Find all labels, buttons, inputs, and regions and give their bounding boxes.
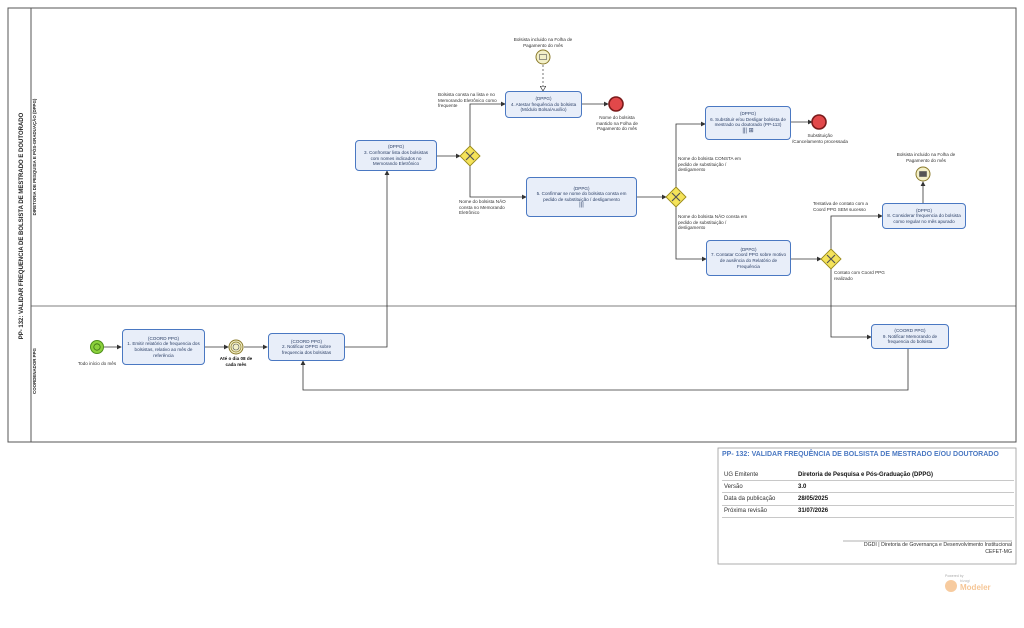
task-role: (DPPG)	[535, 96, 552, 102]
task-3[interactable]: (DPPG) 3. Confrontar lista dos bolsistas…	[355, 140, 437, 171]
task-1[interactable]: (COORD PPG) 1. Emitir relatório de frequ…	[122, 329, 205, 365]
task-name: 2. Notificar DPPG sobre frequencia dos b…	[281, 344, 332, 355]
info-value: 31/07/2026	[796, 505, 1014, 518]
info-label: Versão	[722, 480, 796, 494]
task-4[interactable]: (DPPG) 4. Atestar frequência do bolsista…	[505, 91, 582, 118]
task-9[interactable]: (COORD PPG) 9. Notificar Memorando de fr…	[871, 324, 949, 349]
task-role: (DPPG)	[740, 246, 757, 252]
info-row: Data da publicação 28/05/2025	[722, 492, 1014, 506]
task-name: 9. Notificar Memorando de frequencia do …	[882, 333, 938, 345]
label-start: Todo início do mês	[77, 361, 117, 366]
task-6[interactable]: (DPPG) 6. Substituir e/ou Desligar bolsi…	[705, 106, 791, 140]
gateway-1	[459, 145, 481, 167]
info-title: PP- 132: VALIDAR FREQUÊNCIA DE BOLSISTA …	[722, 451, 999, 458]
task-2[interactable]: (COORD PPG) 2. Notificar DPPG sobre freq…	[268, 333, 345, 361]
info-table: UG Emitente Diretoria de Pesquisa e Pós-…	[722, 469, 1014, 518]
subprocess-icon: ||| ⊞	[742, 127, 754, 134]
label-end-substitution: Substituição /Cancelamento processada	[792, 133, 848, 144]
task-name: 4. Atestar frequência do bolsista (Módul…	[510, 101, 577, 113]
info-row: Próxima revisão 31/07/2026	[722, 505, 1014, 518]
label-gw3-yes: Tentativa de contato com a Coord PPG SEM…	[813, 201, 868, 212]
multi-instance-icon: |||	[579, 202, 584, 209]
bizagi-label: bizagi	[960, 579, 970, 583]
task-name: 3. Confrontar lista dos bolsistas com no…	[363, 149, 429, 167]
label-gw1-yes: Bolsista consta na lista e no Memorando …	[438, 92, 497, 109]
lane-title-dppg: DIRETORIA DE PESQUISA E PÓS-GRADUAÇÃO (D…	[32, 98, 37, 216]
label-gw2-no: Nome do bolsista NÃO consta em pedido de…	[678, 214, 748, 231]
task-name: 5. Confirmar se nome do bolsista consta …	[536, 191, 627, 202]
task-name: 1. Emitir relatório de frequencia dos bo…	[127, 341, 200, 358]
task-role: (DPPG)	[387, 144, 405, 150]
end-event-substitution	[811, 114, 827, 130]
modeler-label: Modeler	[960, 583, 991, 592]
bizagi-logo: Powered by bizagi Modeler	[945, 574, 1005, 596]
task-role: (DPPG)	[915, 207, 933, 213]
label-gw3-no: Contato com Coord PPG realizado	[834, 270, 885, 281]
info-footer-1: DGDI | Diretoria de Governança e Desenvo…	[863, 542, 1012, 548]
info-panel: PP- 132: VALIDAR FREQUÊNCIA DE BOLSISTA …	[718, 448, 1016, 564]
end-event-top	[608, 96, 624, 112]
info-label: UG Emitente	[722, 469, 796, 482]
label-gw1-no: Nome do bolsista NÃO consta no Memorando…	[459, 199, 506, 216]
lane-title-coord: COORDENADOR PPG	[32, 348, 37, 394]
pool-frame	[7, 7, 1017, 443]
gateway-3	[820, 248, 842, 270]
info-value: 28/05/2025	[796, 492, 1014, 506]
task-5[interactable]: (DPPG) 5. Confirmar se nome do bolsista …	[526, 177, 637, 217]
info-row: UG Emitente Diretoria de Pesquisa e Pós-…	[722, 469, 1014, 482]
start-event	[90, 340, 104, 354]
label-message-top: Bolsista incluido na Folha de Pagamento …	[513, 37, 573, 48]
task-role: (COORD PPG)	[147, 335, 180, 341]
info-label: Data da publicação	[722, 492, 796, 506]
task-name: 7. Contatar Coord PPG sobre motivo de au…	[710, 252, 787, 269]
task-role: (DPPG)	[739, 111, 757, 117]
powered-by-label: Powered by	[945, 574, 964, 578]
task-role: (COORD PPG)	[894, 328, 926, 334]
info-label: Próxima revisão	[722, 505, 796, 518]
info-value: 3.0	[796, 480, 1014, 494]
info-footer-2: CEFET-MG	[985, 549, 1012, 555]
label-message-right: Bolsista incluido na Folha de Pagamento …	[896, 152, 956, 163]
task-8[interactable]: (DPPG) 8. Considerar frequencia do bolsi…	[882, 203, 966, 229]
task-role: (DPPG)	[573, 185, 590, 191]
message-event-top	[535, 49, 551, 65]
task-role: (COORD PPG)	[290, 338, 323, 344]
bizagi-icon	[945, 580, 957, 592]
label-gw2-yes: Nome do bolsista CONSTA em pedido de sub…	[678, 156, 741, 173]
pool-title: PP- 132: VALIDAR FREQUENCIA DE BOLSISTA …	[19, 112, 25, 340]
gateway-2	[665, 186, 687, 208]
task-name: 8. Considerar frequencia do bolsista com…	[887, 213, 961, 224]
label-timer: Até o dia 08 de cada mês	[219, 356, 253, 367]
label-end-top: Nome do bolsista mantido na Folha de Pag…	[596, 115, 638, 132]
info-row: Versão 3.0	[722, 480, 1014, 494]
task-7[interactable]: (DPPG) 7. Contatar Coord PPG sobre motiv…	[706, 240, 791, 276]
info-value: Diretoria de Pesquisa e Pós-Graduação (D…	[796, 469, 1014, 482]
task-name: 6. Substituir e/ou Desligar bolsista de …	[710, 116, 786, 128]
